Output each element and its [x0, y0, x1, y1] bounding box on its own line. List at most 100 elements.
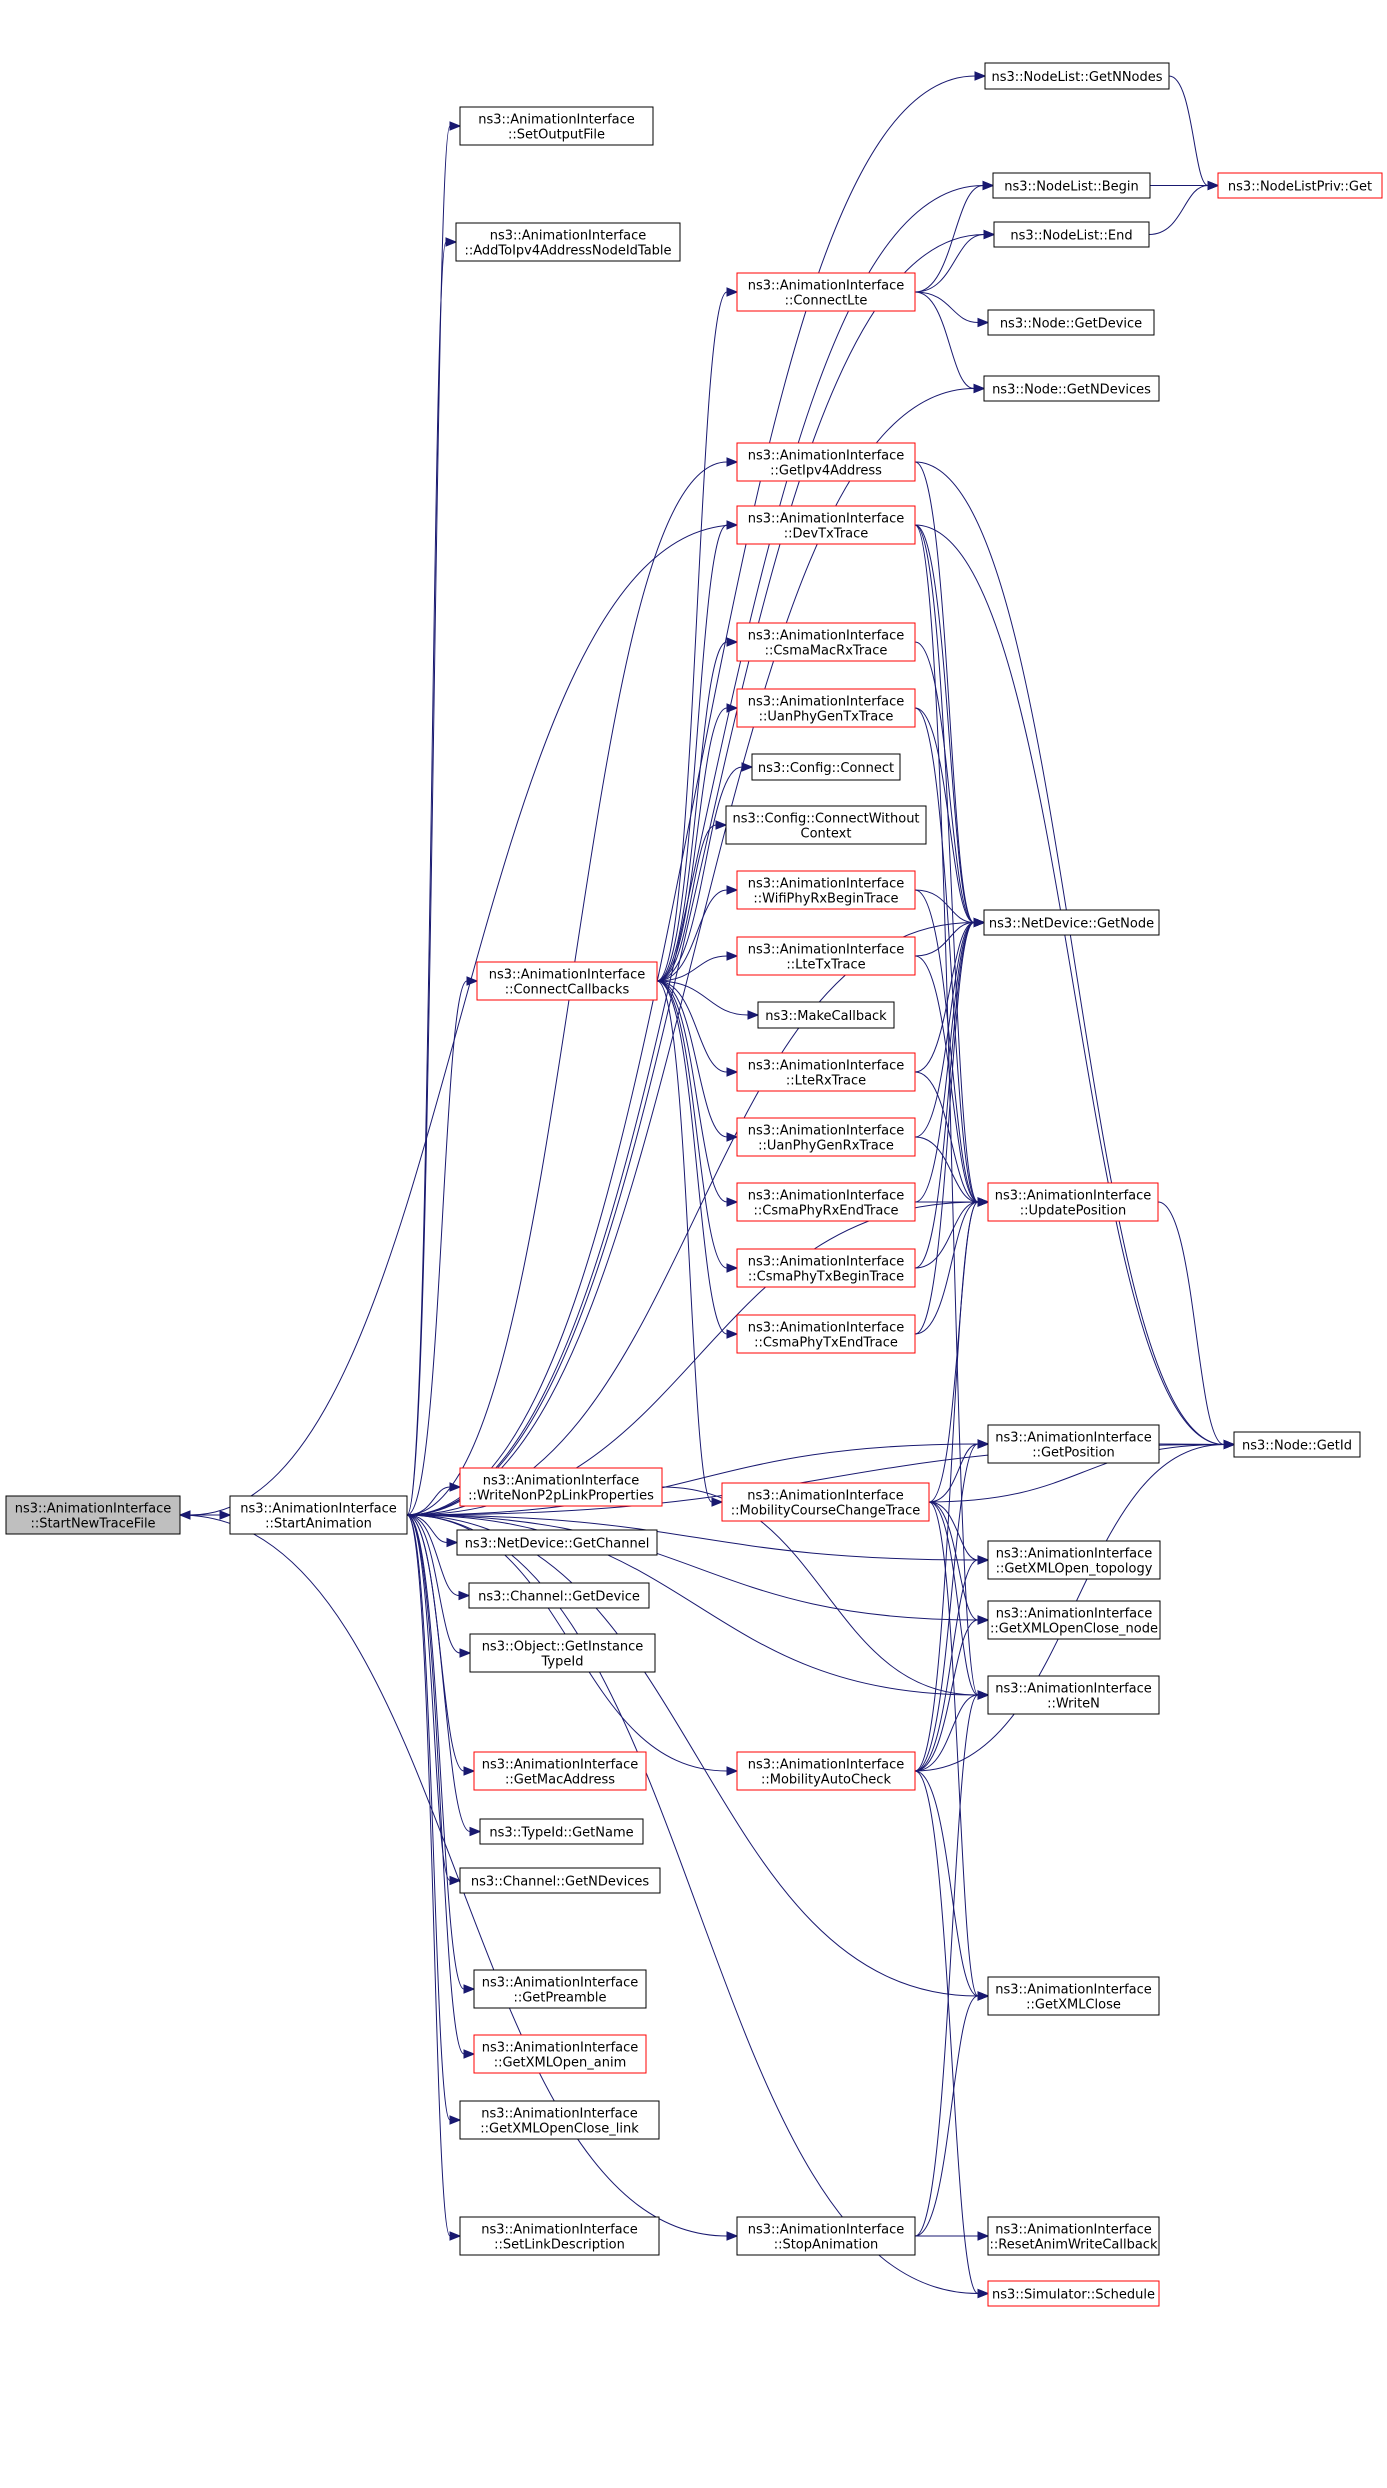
node-label: ::LteRxTrace: [786, 1074, 866, 1089]
node-label: ns3::Channel::GetNDevices: [471, 1875, 650, 1890]
node-label: ns3::Node::GetNDevices: [992, 383, 1151, 398]
edge-line: [189, 524, 738, 1516]
node-label: ns3::AnimationInterface: [748, 1124, 905, 1139]
edge-line: [656, 766, 743, 982]
node-label: ns3::Channel::GetDevice: [478, 1590, 640, 1605]
node-label: ns3::AnimationInterface: [995, 1983, 1152, 1998]
node-get-preamble[interactable]: ns3::AnimationInterface::GetPreamble: [473, 1969, 647, 2009]
node-stop-animation[interactable]: ns3::AnimationInterface::StopAnimation: [736, 2216, 916, 2256]
node-start-animation[interactable]: ns3::AnimationInterface::StartAnimation: [229, 1495, 408, 1535]
node-label: ::GetXMLClose: [1026, 1998, 1121, 2013]
node-get-ipv4-address[interactable]: ns3::AnimationInterface::GetIpv4Address: [736, 442, 916, 482]
node-get-mac-address[interactable]: ns3::AnimationInterface::GetMacAddress: [473, 1751, 647, 1791]
node-make-callback[interactable]: ns3::MakeCallback: [757, 1001, 895, 1029]
node-get-xml-open-close-link[interactable]: ns3::AnimationInterface::GetXMLOpenClose…: [459, 2100, 660, 2140]
node-mobility-auto-check[interactable]: ns3::AnimationInterface::MobilityAutoChe…: [736, 1751, 916, 1791]
edge-arrowhead: [977, 1197, 990, 1207]
node-get-n-devices[interactable]: ns3::Node::GetNDevices: [983, 375, 1160, 402]
node-label: TypeId: [541, 1655, 584, 1670]
node-simulator-schedule[interactable]: ns3::Simulator::Schedule: [987, 2280, 1160, 2307]
edge-arrowhead: [463, 1766, 476, 1776]
node-box: [456, 1529, 658, 1556]
edge-line: [914, 1770, 979, 2294]
edge-line: [914, 524, 1225, 1445]
node-node-get-id[interactable]: ns3::Node::GetId: [1233, 1431, 1361, 1458]
node-set-link-description[interactable]: ns3::AnimationInterface::SetLinkDescript…: [459, 2216, 660, 2256]
node-box: [751, 753, 901, 781]
edge-line: [914, 641, 975, 923]
edge-dev-tx-trace-to-start-new-trace-file: [178, 524, 738, 1520]
node-box: [736, 1182, 916, 1222]
node-connect-callbacks[interactable]: ns3::AnimationInterface::ConnectCallback…: [476, 961, 658, 1001]
node-csma-phy-rx-end-trace[interactable]: ns3::AnimationInterface::CsmaPhyRxEndTra…: [736, 1182, 916, 1222]
node-box: [1233, 1431, 1361, 1458]
node-get-n-nodes[interactable]: ns3::NodeList::GetNNodes: [984, 62, 1170, 90]
edge-arrowhead: [726, 1197, 739, 1207]
node-dev-tx-trace[interactable]: ns3::AnimationInterface::DevTxTrace: [736, 505, 916, 545]
edge-mobility-course-change-trace-to-get-xml-close: [928, 1501, 990, 2001]
node-uan-phy-gen-tx-trace[interactable]: ns3::AnimationInterface::UanPhyGenTxTrac…: [736, 688, 916, 728]
edge-line: [656, 641, 728, 982]
node-get-xml-open-close-node[interactable]: ns3::AnimationInterface::GetXMLOpenClose…: [987, 1600, 1161, 1640]
node-type-id-get-name[interactable]: ns3::TypeId::GetName: [479, 1818, 644, 1845]
edge-arrowhead: [449, 2115, 462, 2125]
node-label: ns3::Simulator::Schedule: [992, 2288, 1155, 2303]
node-begin[interactable]: ns3::NodeList::Begin: [992, 172, 1151, 199]
edge-line: [914, 922, 975, 1138]
node-label: ::SetOutputFile: [508, 128, 605, 143]
node-connect-lte[interactable]: ns3::AnimationInterface::ConnectLte: [736, 272, 916, 312]
edge-start-new-trace-file-to-stop-animation: [179, 1514, 739, 2241]
node-node-list-priv-get[interactable]: ns3::NodeListPriv::Get: [1217, 172, 1383, 199]
node-net-device-get-node[interactable]: ns3::NetDevice::GetNode: [983, 909, 1160, 936]
node-write-non-p2p[interactable]: ns3::AnimationInterface::WriteNonP2pLink…: [459, 1467, 663, 1507]
edge-line: [1168, 75, 1209, 186]
node-config-connect[interactable]: ns3::Config::Connect: [751, 753, 901, 781]
node-end[interactable]: ns3::NodeList::End: [993, 221, 1150, 248]
edge-connect-callbacks-to-config-connect-without-context: [656, 820, 728, 982]
node-net-device-get-channel[interactable]: ns3::NetDevice::GetChannel: [456, 1529, 658, 1556]
node-label: ns3::Node::GetId: [1242, 1439, 1352, 1454]
node-get-xml-open-topology[interactable]: ns3::AnimationInterface::GetXMLOpen_topo…: [987, 1540, 1161, 1580]
edge-line: [656, 524, 728, 982]
edge-arrowhead: [445, 237, 458, 247]
node-label: ns3::AnimationInterface: [996, 1607, 1153, 1622]
edge-arrowhead: [1207, 180, 1220, 191]
node-add-to-ipv4[interactable]: ns3::AnimationInterface::AddToIpv4Addres…: [455, 222, 681, 262]
edge-line: [406, 1514, 451, 2237]
node-label: ns3::AnimationInterface: [996, 1547, 1153, 1562]
node-label: ns3::AnimationInterface: [489, 968, 646, 983]
node-label: ns3::AnimationInterface: [482, 1976, 639, 1991]
node-wifi-phy-rx-begin-trace[interactable]: ns3::AnimationInterface::WifiPhyRxBeginT…: [736, 870, 916, 910]
node-get-device[interactable]: ns3::Node::GetDevice: [987, 309, 1155, 336]
edge-arrowhead: [977, 1555, 990, 1565]
node-get-xml-close[interactable]: ns3::AnimationInterface::GetXMLClose: [987, 1976, 1160, 2016]
node-label: ::DevTxTrace: [784, 527, 869, 542]
node-lte-rx-trace[interactable]: ns3::AnimationInterface::LteRxTrace: [736, 1052, 916, 1092]
node-csma-phy-tx-end-trace[interactable]: ns3::AnimationInterface::CsmaPhyTxEndTra…: [736, 1314, 916, 1354]
node-uan-phy-gen-rx-trace[interactable]: ns3::AnimationInterface::UanPhyGenRxTrac…: [736, 1117, 916, 1157]
edge-connect-callbacks-to-uan-phy-gen-rx-trace: [656, 980, 739, 1142]
edge-stop-animation-to-get-xml-close: [914, 1991, 990, 2237]
edge-line: [914, 1071, 979, 1203]
node-lte-tx-trace[interactable]: ns3::AnimationInterface::LteTxTrace: [736, 936, 916, 976]
node-box: [987, 1675, 1160, 1715]
node-set-output-file[interactable]: ns3::AnimationInterface::SetOutputFile: [459, 106, 654, 146]
node-start-new-trace-file[interactable]: ns3::AnimationInterface::StartNewTraceFi…: [5, 1495, 181, 1535]
edge-arrowhead: [715, 820, 728, 830]
edge-line: [914, 955, 979, 1203]
node-reset-anim-write-callback[interactable]: ns3::AnimationInterface::ResetAnimWriteC…: [987, 2216, 1160, 2256]
edge-line: [928, 1501, 979, 1621]
node-box: [229, 1495, 408, 1535]
node-get-position[interactable]: ns3::AnimationInterface::GetPosition: [987, 1424, 1160, 1464]
node-channel-get-n-devices[interactable]: ns3::Channel::GetNDevices: [459, 1867, 661, 1894]
node-channel-get-device[interactable]: ns3::Channel::GetDevice: [468, 1582, 650, 1609]
node-csma-mac-rx-trace[interactable]: ns3::AnimationInterface::CsmaMacRxTrace: [736, 622, 916, 662]
node-update-position[interactable]: ns3::AnimationInterface::UpdatePosition: [987, 1182, 1159, 1222]
node-mobility-course-change-trace[interactable]: ns3::AnimationInterface::MobilityCourseC…: [721, 1482, 930, 1522]
node-write-n[interactable]: ns3::AnimationInterface::WriteN: [987, 1675, 1160, 1715]
node-box: [987, 1976, 1160, 2016]
node-csma-phy-tx-begin-trace[interactable]: ns3::AnimationInterface::CsmaPhyTxBeginT…: [736, 1248, 916, 1288]
node-get-xml-open-anim[interactable]: ns3::AnimationInterface::GetXMLOpen_anim: [473, 2034, 647, 2074]
